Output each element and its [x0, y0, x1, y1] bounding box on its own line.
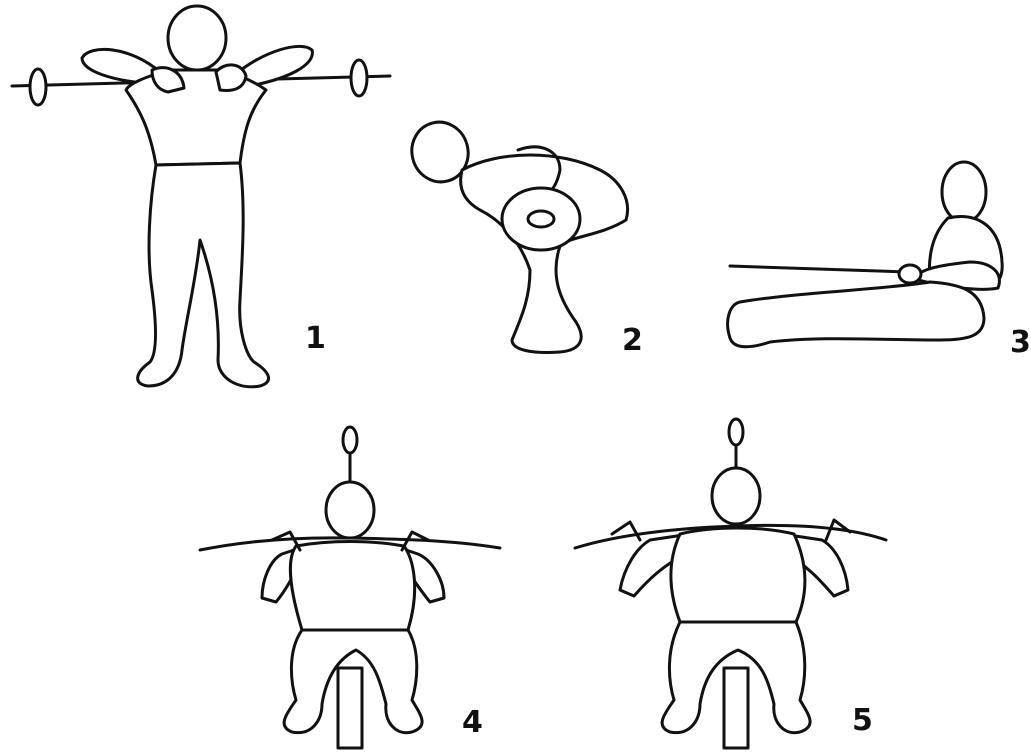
figure-label-3: 3: [1010, 328, 1031, 358]
bench-post: [724, 668, 748, 748]
figure-label-5: 5: [852, 706, 873, 736]
pulley: [729, 419, 743, 445]
head: [712, 468, 760, 524]
figure-label-1: 1: [305, 324, 326, 354]
figure-label-4: 4: [462, 708, 483, 738]
figure-label-2: 2: [622, 326, 643, 356]
torso: [671, 528, 805, 622]
